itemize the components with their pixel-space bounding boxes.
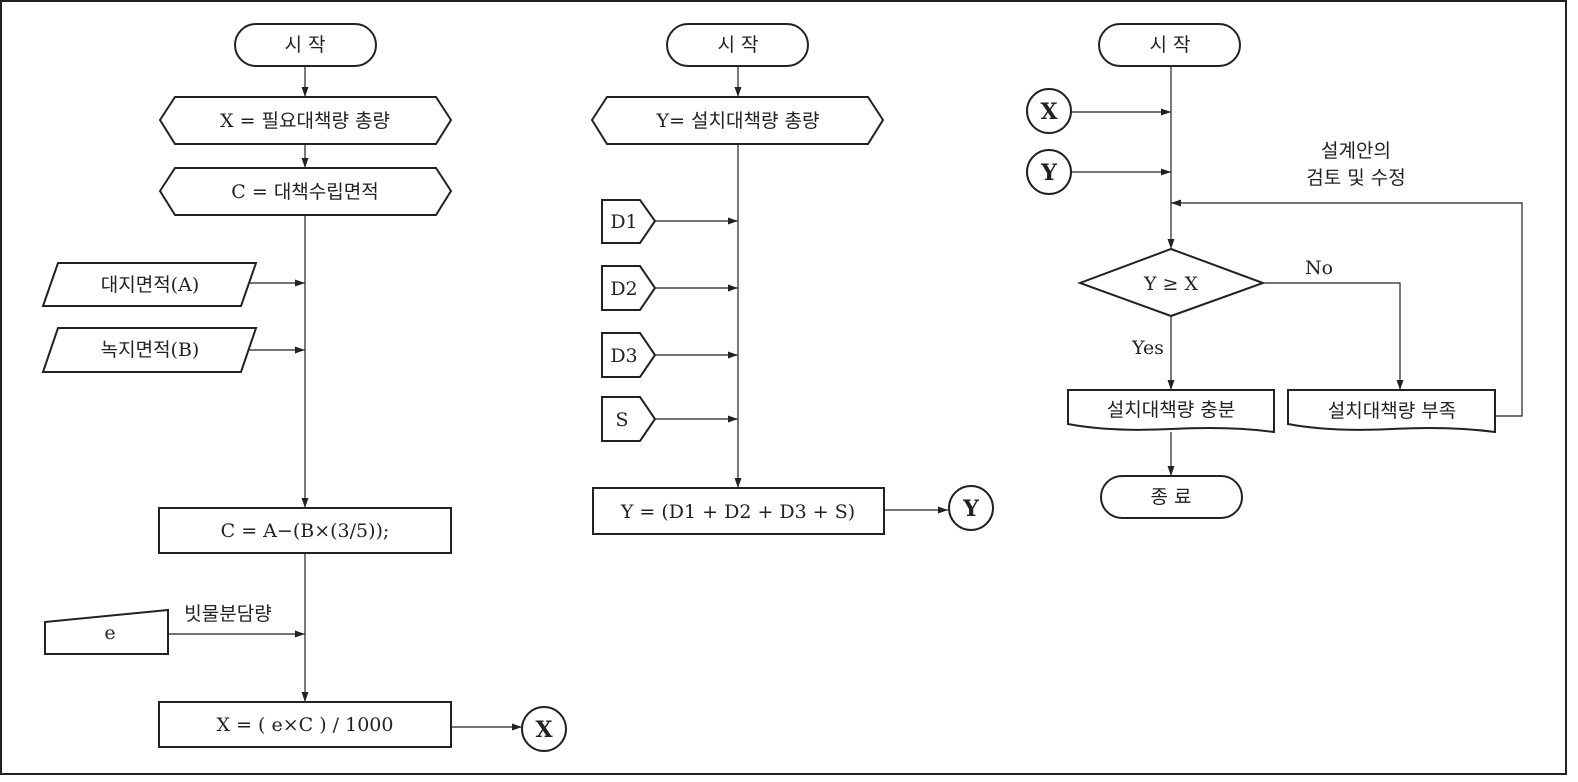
flow2-connector-y-label: Y: [962, 496, 979, 522]
flow2-prep-y-label: Y= 설치대책량 총량: [656, 110, 820, 132]
flow3-review-label-line2: 검토 및 수정: [1306, 167, 1405, 189]
flow1-process-x-label: X = ( e×C ) / 1000: [217, 714, 394, 736]
flow2-input-d3: [601, 332, 657, 378]
flow3-connector-y-label: Y: [1040, 160, 1057, 186]
flow1-manual-input-e-value: e: [104, 622, 115, 644]
flow3-connector-y: [1026, 149, 1072, 195]
flow3-no-label: No: [1305, 257, 1333, 279]
flow3-yes-label: Yes: [1131, 337, 1164, 359]
flow1-manual-input-e: [44, 608, 169, 655]
flow3-document-sufficient: [1067, 389, 1275, 434]
flow2-connector-y: [948, 485, 994, 531]
flow2-start-label: 시 작: [718, 34, 759, 56]
flow2-start-terminal: [666, 23, 809, 67]
flow3-end-terminal: [1100, 475, 1243, 519]
flow3-end-label: 종 료: [1151, 486, 1192, 508]
flow1-connector-x-label: X: [535, 717, 553, 743]
flow1-prep-c-label: C = 대책수립면적: [231, 181, 378, 203]
flow1-start-label: 시 작: [285, 34, 326, 56]
flow2: 시 작 Y= 설치대책량 총량 D1 D2 D3 S Y = (D1 + D2 …: [590, 23, 994, 535]
flow3: 시 작 X Y 설계안의 검토 및 수정 Y ≥ X No Yes 설치대책량 …: [1026, 23, 1523, 519]
flow1-prep-x: [158, 96, 453, 145]
flow1-prep-x-label: X = 필요대책량 총량: [220, 110, 390, 132]
flow1-input-a-label: 대지면적(A): [101, 274, 199, 296]
flow2-input-d2-label: D2: [610, 278, 637, 300]
flow2-process-y: [592, 487, 885, 535]
flow2-input-d3-label: D3: [610, 345, 637, 367]
flow3-start-label: 시 작: [1150, 34, 1191, 56]
flow3-document-sufficient-label: 설치대책량 충분: [1107, 399, 1235, 421]
flow2-input-d1-label: D1: [610, 211, 637, 233]
flow1-input-b-label: 녹지면적(B): [101, 339, 200, 361]
flow2-process-y-label: Y = (D1 + D2 + D3 + S): [620, 501, 855, 523]
flow2-input-s: [601, 396, 657, 442]
flow3-connector-x: [1026, 88, 1072, 134]
flow1-manual-input-e-label: 빗물분담량: [184, 603, 271, 625]
flow3-connector-x-label: X: [1040, 99, 1058, 125]
flow3-document-insufficient-label: 설치대책량 부족: [1328, 400, 1456, 422]
flow1-connector-x: [521, 706, 567, 752]
flow3-start-terminal: [1098, 23, 1241, 67]
flow1-process-c-label: C = A−(B×(3/5));: [221, 520, 390, 542]
flow3-document-insufficient: [1287, 389, 1496, 434]
flow1-input-a: [41, 262, 258, 307]
flow1-start-terminal: [234, 23, 377, 67]
flow3-review-label-line1: 설계안의: [1321, 140, 1391, 162]
flow3-decision-label: Y ≥ X: [1143, 273, 1199, 295]
flow2-input-d1: [601, 199, 657, 244]
flow3-decision: [1077, 247, 1266, 318]
flow1: 시 작 X = 필요대책량 총량 C = 대책수립면적 대지면적(A) 녹지면적…: [41, 23, 567, 752]
flow1-process-c: [158, 507, 452, 554]
flow2-input-s-label: S: [615, 409, 628, 431]
flow1-process-x: [158, 701, 452, 748]
flow1-prep-c: [158, 167, 453, 216]
flow1-input-b: [41, 327, 258, 373]
flow2-input-d2: [601, 265, 657, 311]
flow2-prep-y: [590, 96, 885, 145]
